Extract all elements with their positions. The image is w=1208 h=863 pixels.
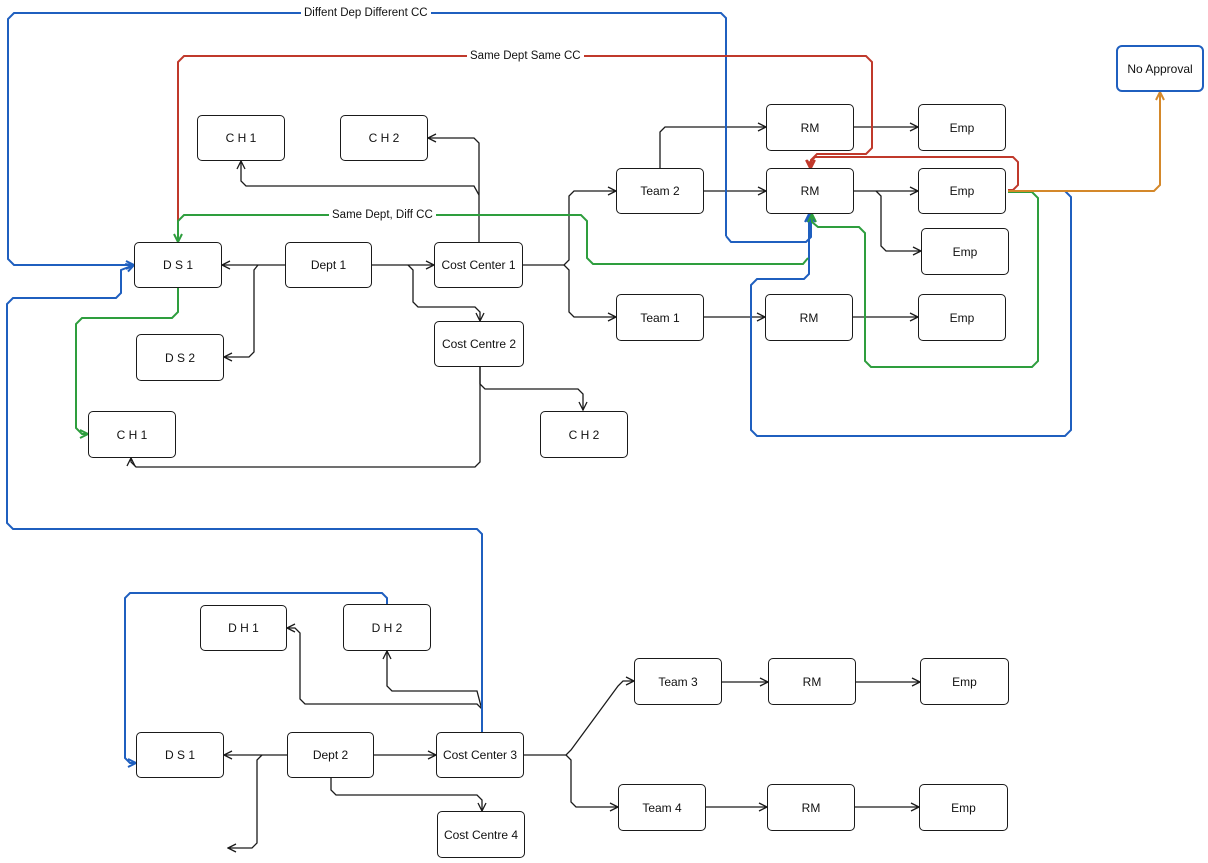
node-emp-team4[interactable]: Emp bbox=[919, 784, 1008, 831]
edge-dh2-ds1-bottom bbox=[124, 592, 388, 763]
node-rm-mid[interactable]: RM bbox=[766, 168, 854, 214]
node-team4[interactable]: Team 4 bbox=[618, 784, 706, 831]
edge-emp-loop-green bbox=[812, 191, 1039, 368]
edge-dept1-cc2 bbox=[407, 264, 480, 321]
node-ch1-top[interactable]: C H 1 bbox=[197, 115, 285, 161]
node-cost-center-1[interactable]: Cost Center 1 bbox=[434, 242, 523, 288]
node-ds2[interactable]: D S 2 bbox=[136, 334, 224, 381]
edge-same-dept-diff-cc bbox=[178, 214, 809, 265]
edge-ds1-ch1-green bbox=[75, 288, 179, 434]
edge-rm-mid-emp2 bbox=[875, 190, 921, 251]
edge-emp-rm-red bbox=[810, 156, 1019, 191]
node-team3[interactable]: Team 3 bbox=[634, 658, 722, 705]
edge-emp-loop-blue bbox=[750, 190, 1072, 437]
edge-cc3-dh2 bbox=[387, 651, 483, 711]
edge-cc1-ch2 bbox=[428, 138, 480, 242]
edge-cc1-team2 bbox=[523, 191, 616, 266]
edge-emp-no-approval bbox=[1008, 92, 1160, 192]
edge-cc3-team4 bbox=[565, 754, 618, 807]
edge-label-diff-dep-diff-cc: Diffent Dep Different CC bbox=[301, 6, 431, 20]
node-ds1[interactable]: D S 1 bbox=[134, 242, 222, 288]
edge-cc3-team3 bbox=[524, 681, 634, 756]
node-emp-mid[interactable]: Emp bbox=[918, 168, 1006, 214]
node-emp-mid2[interactable]: Emp bbox=[921, 228, 1009, 275]
node-ch2-mid[interactable]: C H 2 bbox=[540, 411, 628, 458]
node-rm-team3[interactable]: RM bbox=[768, 658, 856, 705]
node-ch1-mid[interactable]: C H 1 bbox=[88, 411, 176, 458]
node-ds1-bottom[interactable]: D S 1 bbox=[136, 732, 224, 778]
node-dept1[interactable]: Dept 1 bbox=[285, 242, 372, 288]
node-emp-top[interactable]: Emp bbox=[918, 104, 1006, 151]
node-dh1[interactable]: D H 1 bbox=[200, 605, 287, 651]
edge-dept1-ds2 bbox=[224, 264, 259, 357]
node-rm-top[interactable]: RM bbox=[766, 104, 854, 151]
node-dh2[interactable]: D H 2 bbox=[343, 604, 431, 651]
node-cost-center-3[interactable]: Cost Center 3 bbox=[436, 732, 524, 778]
edge-label-same-dept-same-cc: Same Dept Same CC bbox=[467, 49, 584, 63]
node-emp-team1[interactable]: Emp bbox=[918, 294, 1006, 341]
node-ch2-top[interactable]: C H 2 bbox=[340, 115, 428, 161]
edge-cc1-ch1 bbox=[241, 161, 480, 196]
edge-dept2-cc4 bbox=[330, 778, 482, 811]
edge-diff-dep-rm-hook bbox=[725, 214, 811, 243]
edge-diff-dep-diff-cc bbox=[7, 12, 727, 265]
node-no-approval[interactable]: No Approval bbox=[1116, 45, 1204, 92]
edge-cc2-ch2 bbox=[479, 367, 583, 410]
node-cost-centre-4[interactable]: Cost Centre 4 bbox=[437, 811, 525, 858]
node-team1[interactable]: Team 1 bbox=[616, 294, 704, 341]
node-dept2[interactable]: Dept 2 bbox=[287, 732, 374, 778]
edge-cc1-team1 bbox=[563, 264, 616, 317]
edge-team2-rm-top bbox=[659, 127, 766, 168]
edge-label-same-dept-diff-cc: Same Dept, Diff CC bbox=[329, 208, 436, 222]
edge-cc3-ds1-top bbox=[6, 265, 483, 732]
node-cost-centre-2[interactable]: Cost Centre 2 bbox=[434, 321, 524, 367]
node-team2[interactable]: Team 2 bbox=[616, 168, 704, 214]
node-rm-team1[interactable]: RM bbox=[765, 294, 853, 341]
node-emp-team3[interactable]: Emp bbox=[920, 658, 1009, 705]
node-rm-team4[interactable]: RM bbox=[767, 784, 855, 831]
edge-dept2-down bbox=[228, 754, 263, 848]
edge-cc2-ch1 bbox=[131, 367, 481, 468]
